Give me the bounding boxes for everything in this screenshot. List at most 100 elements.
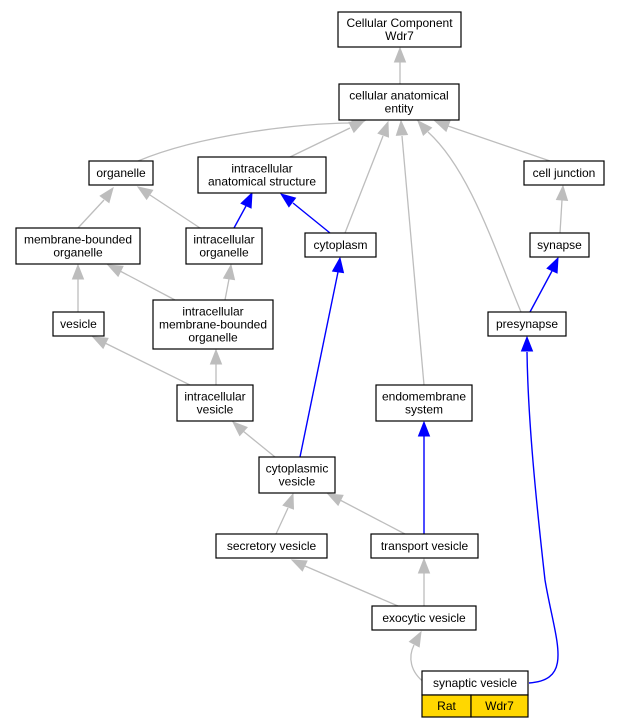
edge-line (339, 499, 406, 535)
arrowhead-icon (279, 193, 297, 208)
arrowhead-icon (136, 186, 154, 201)
edge-line (242, 430, 276, 458)
edge-line (344, 135, 384, 234)
node-label: endomembrane (382, 390, 466, 404)
node-box (15, 227, 141, 265)
edge-intracellular_membrane_bounded_organelle-to-membrane_bounded_organelle (106, 264, 176, 301)
node-label: intracellular (193, 233, 254, 247)
node-transport-vesicle[interactable]: transport vesicle (370, 533, 479, 559)
node-box (338, 83, 460, 121)
arrowhead-icon (282, 492, 295, 510)
node-label: presynapse (496, 317, 558, 331)
node-presynapse[interactable]: presynapse (487, 311, 567, 337)
node-label: cytoplasm (313, 238, 367, 252)
gene-species-cell[interactable]: Rat (421, 694, 472, 718)
node-label: vesicle (279, 475, 316, 489)
arrowhead-icon (71, 263, 85, 280)
edge-line (304, 565, 399, 607)
edge-line (104, 342, 191, 386)
node-box (523, 160, 605, 186)
edge-transport_vesicle-to-endomembrane_system (417, 420, 431, 534)
edge-synapse-to-cell_junction (555, 184, 569, 234)
node-label: Wdr7 (385, 29, 414, 43)
node-label: intracellular (231, 162, 292, 176)
edge-line (137, 122, 353, 162)
node-exocytic-vesicle[interactable]: exocytic vesicle (371, 605, 477, 631)
node-label: vesicle (197, 403, 234, 417)
arrowhead-icon (231, 421, 248, 437)
gene-symbol-cell[interactable]: Wdr7 (470, 694, 529, 718)
arrowhead-icon (555, 184, 569, 201)
edge-line (224, 278, 230, 301)
node-box (197, 156, 327, 194)
edge-intracellular_organelle-to-organelle (136, 186, 201, 229)
node-box (337, 11, 462, 48)
edge-transport_vesicle-to-cytoplasmic_vesicle (326, 493, 406, 535)
node-label: transport vesicle (381, 539, 469, 553)
node-box (487, 311, 567, 337)
edge-line (299, 271, 339, 458)
arrowhead-icon (348, 120, 366, 134)
edge-intracellular_organelle-to-intracellular_anatomical_structure (233, 191, 253, 229)
edge-secretory_vesicle-to-cytoplasmic_vesicle (275, 492, 295, 535)
edge-intracellular_vesicle-to-intracellular_membrane_bounded_organelle (209, 348, 223, 385)
node-organelle[interactable]: organelle (88, 160, 154, 186)
node-box (304, 232, 377, 258)
node-cytoplasm[interactable]: cytoplasm (304, 232, 377, 258)
node-label: exocytic vesicle (382, 611, 466, 625)
arrowhead-icon (91, 336, 109, 350)
arrowhead-icon (417, 420, 431, 437)
node-label: organelle (188, 331, 238, 345)
edge-line (529, 270, 553, 313)
node-label: cellular anatomical (349, 89, 448, 103)
node-box (370, 533, 479, 559)
node-box (421, 670, 529, 696)
node-vesicle[interactable]: vesicle (52, 311, 105, 337)
arrowhead-icon (393, 46, 407, 63)
node-box (185, 227, 263, 265)
arrowhead-icon (99, 186, 114, 204)
node-label: organelle (199, 246, 249, 260)
edge-cell_junction-to-cellular_anatomical_entity (433, 120, 551, 162)
arrowhead-icon (520, 335, 534, 352)
edge-line (559, 199, 563, 234)
node-label: cell junction (533, 166, 596, 180)
arrowhead-icon (417, 557, 431, 574)
node-secretory-vesicle[interactable]: secretory vesicle (215, 533, 328, 559)
gene-cell-label: Wdr7 (485, 699, 514, 713)
arrowhead-icon (377, 120, 390, 138)
node-cell-junction[interactable]: cell junction (523, 160, 605, 186)
node-label: synaptic vesicle (433, 676, 517, 690)
node-synapse[interactable]: synapse (529, 232, 590, 258)
edge-intracellular_membrane_bounded_organelle-to-intracellular_organelle (222, 263, 236, 301)
edge-exocytic_vesicle-to-transport_vesicle (417, 557, 431, 606)
node-label: intracellular (182, 305, 243, 319)
edge-synaptic_vesicle-to-presynapse (520, 335, 559, 684)
edge-line (292, 202, 331, 234)
arrowhead-icon (240, 191, 253, 209)
edge-line (119, 270, 176, 301)
node-label: membrane-bounded (24, 233, 132, 247)
node-box (375, 384, 473, 422)
edge-vesicle-to-membrane_bounded_organelle (71, 263, 85, 312)
node-synaptic-vesicle[interactable]: synaptic vesicle (421, 670, 529, 696)
arrowhead-icon (417, 119, 433, 136)
arrowhead-icon (331, 256, 345, 274)
node-label: secretory vesicle (227, 539, 317, 553)
arrowhead-icon (408, 630, 422, 648)
node-box (52, 311, 105, 337)
edge-organelle-to-cellular_anatomical_entity (137, 116, 368, 162)
node-label: membrane-bounded (159, 318, 267, 332)
node-box (215, 533, 328, 559)
